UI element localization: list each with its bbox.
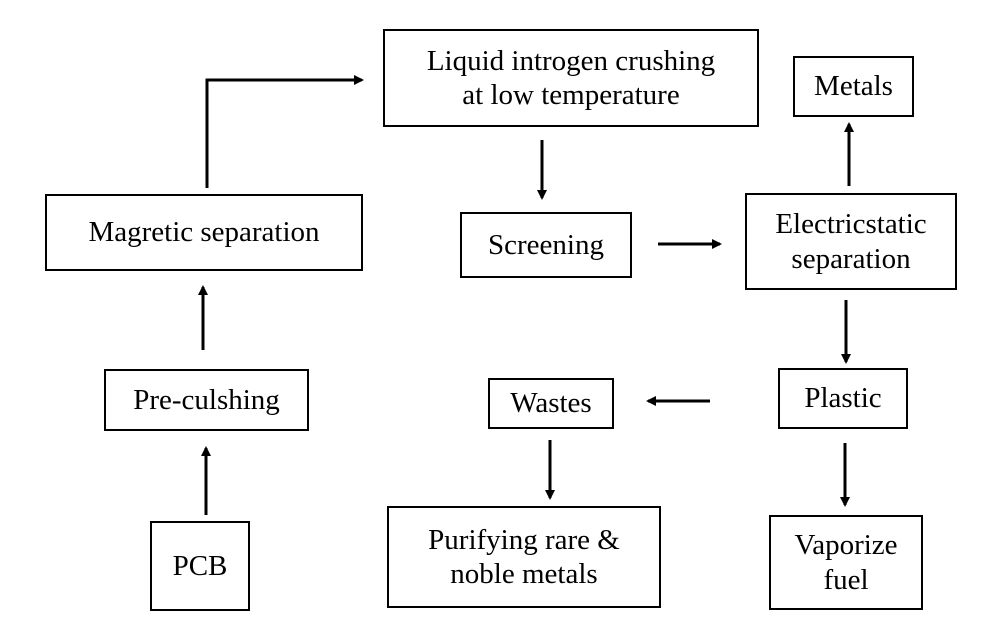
node-screening: Screening — [460, 212, 632, 278]
node-vaporize-line2: fuel — [823, 563, 869, 596]
node-wastes-label: Wastes — [510, 387, 592, 420]
node-metals-label: Metals — [814, 70, 893, 103]
node-metals: Metals — [793, 56, 914, 117]
node-plastic-label: Plastic — [804, 382, 882, 415]
node-screening-label: Screening — [488, 228, 604, 261]
node-pcb-label: PCB — [172, 549, 228, 582]
node-magnetic-separation-label: Magretic separation — [88, 216, 320, 249]
node-electrostatic-line1: Electricstatic — [775, 208, 927, 241]
node-electrostatic-line2: separation — [791, 242, 911, 275]
node-liquid-nitrogen-line1: Liquid introgen crushing — [426, 44, 716, 77]
node-wastes: Wastes — [488, 378, 614, 429]
arrow-magnetic-to-liquid-nitrogen — [205, 75, 364, 188]
node-electrostatic-separation: Electricstatic separation — [745, 193, 957, 290]
node-pre-crushing: Pre-culshing — [104, 369, 309, 431]
node-purifying-line2: noble metals — [450, 558, 598, 590]
node-liquid-nitrogen-line2: at low temperature — [462, 79, 680, 111]
node-pre-crushing-label: Pre-culshing — [133, 383, 280, 416]
node-pcb: PCB — [150, 521, 250, 611]
node-purifying-rare-noble-metals: Purifying rare & noble metals — [387, 506, 661, 608]
node-liquid-nitrogen-crushing: Liquid introgen crushing at low temperat… — [383, 29, 759, 127]
node-purifying-line1: Purifying rare & — [428, 523, 620, 556]
node-vaporize-fuel: Vaporize fuel — [769, 515, 923, 610]
node-magnetic-separation: Magretic separation — [45, 194, 363, 271]
node-vaporize-line1: Vaporize — [794, 529, 898, 562]
node-plastic: Plastic — [778, 368, 908, 429]
